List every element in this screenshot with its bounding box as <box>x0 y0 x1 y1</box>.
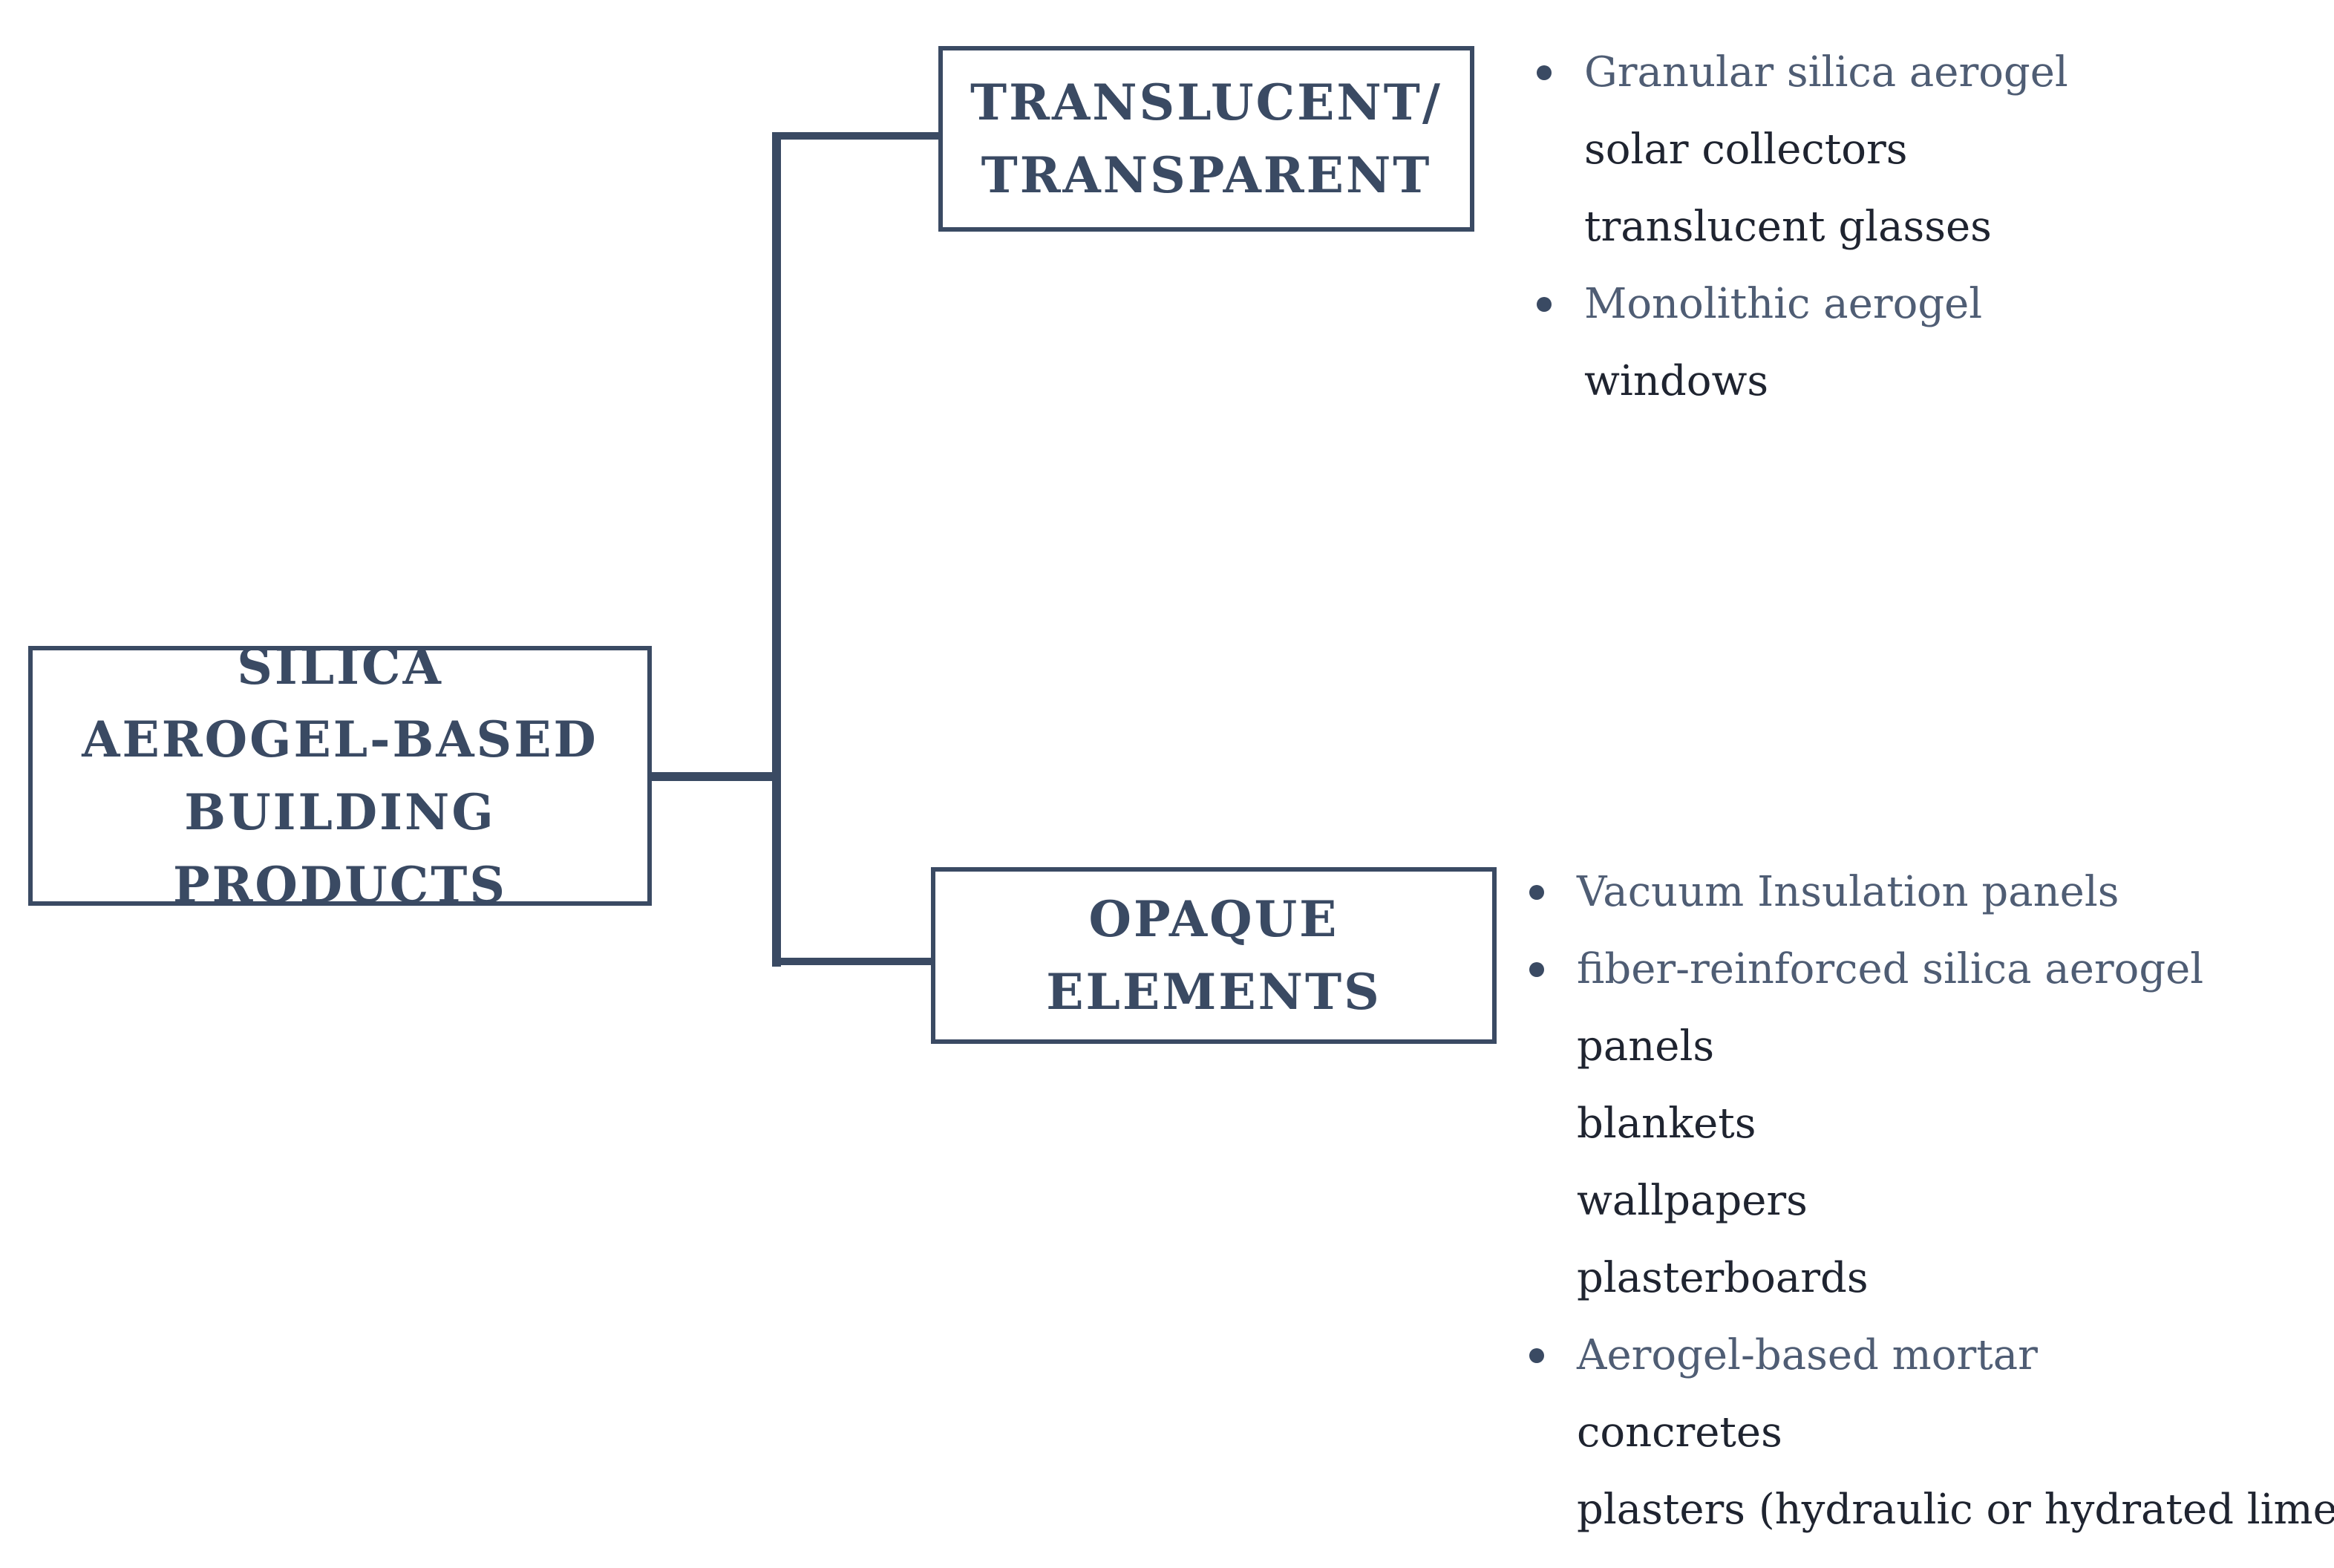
opaque-product-list: Vacuum Insulation panels fiber-reinforced… <box>1525 854 2334 1549</box>
list-item-text: Monolithic aerogel <box>1584 280 1983 328</box>
sub-list-item: windows <box>1532 343 2068 420</box>
list-item-text: Granular silica aerogel <box>1584 48 2068 97</box>
translucent-label-line: TRANSLUCENT/ <box>970 74 1442 131</box>
bullet-icon <box>1529 885 1544 900</box>
sub-list-item: panels <box>1525 1008 2334 1085</box>
bullet-icon <box>1537 297 1552 312</box>
list-item-text: blankets <box>1577 1100 1756 1148</box>
sub-list-item: plasters (hydraulic or hydrated lime) <box>1525 1471 2334 1549</box>
list-item: Granular silica aerogel <box>1532 34 2068 111</box>
list-item-text: plasters (hydraulic or hydrated lime) <box>1577 1486 2334 1534</box>
opaque-label-line: OPAQUE <box>1088 890 1339 948</box>
list-item-text: Vacuum Insulation panels <box>1577 868 2119 916</box>
translucent-product-list: Granular silica aerogel solar collectors t… <box>1532 34 2068 420</box>
list-item: fiber-reinforced silica aerogel <box>1525 931 2334 1008</box>
bullet-icon <box>1529 962 1544 977</box>
root-label-line: BUILDING PRODUCTS <box>172 783 508 914</box>
list-item-text: translucent glasses <box>1584 203 1992 251</box>
sub-list-item: plasterboards <box>1525 1240 2334 1317</box>
sub-list-item: translucent glasses <box>1532 189 2068 266</box>
list-item: Monolithic aerogel <box>1532 266 2068 343</box>
sub-list-item: concretes <box>1525 1394 2334 1471</box>
bullet-icon <box>1537 65 1552 80</box>
list-item-text: plasterboards <box>1577 1254 1869 1302</box>
opaque-node: OPAQUE ELEMENTS <box>931 867 1497 1044</box>
list-item-text: panels <box>1577 1022 1715 1071</box>
translucent-node: TRANSLUCENT/ TRANSPARENT <box>938 46 1474 232</box>
list-item-text: solar collectors <box>1584 125 1908 174</box>
list-item-text: fiber-reinforced silica aerogel <box>1577 945 2204 993</box>
translucent-connector <box>772 132 940 140</box>
root-label-line: AEROGEL-BASED <box>82 710 598 768</box>
list-item-text: wallpapers <box>1577 1177 1808 1225</box>
opaque-label-line: ELEMENTS <box>1046 963 1382 1021</box>
sub-list-item: blankets <box>1525 1085 2334 1163</box>
root-connector <box>652 772 779 781</box>
list-item-text: concretes <box>1577 1408 1782 1457</box>
sub-list-item: solar collectors <box>1532 111 2068 189</box>
list-item-text: windows <box>1584 357 1769 405</box>
sub-list-item: wallpapers <box>1525 1163 2334 1240</box>
opaque-connector <box>772 958 932 965</box>
translucent-label-line: TRANSPARENT <box>981 146 1432 204</box>
list-item: Aerogel-based mortar <box>1525 1317 2334 1394</box>
root-label-line: SILICA <box>237 638 443 696</box>
root-node: SILICA AEROGEL-BASED BUILDING PRODUCTS <box>28 638 652 914</box>
list-item-text: Aerogel-based mortar <box>1577 1331 2038 1379</box>
list-item: Vacuum Insulation panels <box>1525 854 2334 931</box>
branch-spine <box>772 132 781 967</box>
bullet-icon <box>1529 1348 1544 1363</box>
